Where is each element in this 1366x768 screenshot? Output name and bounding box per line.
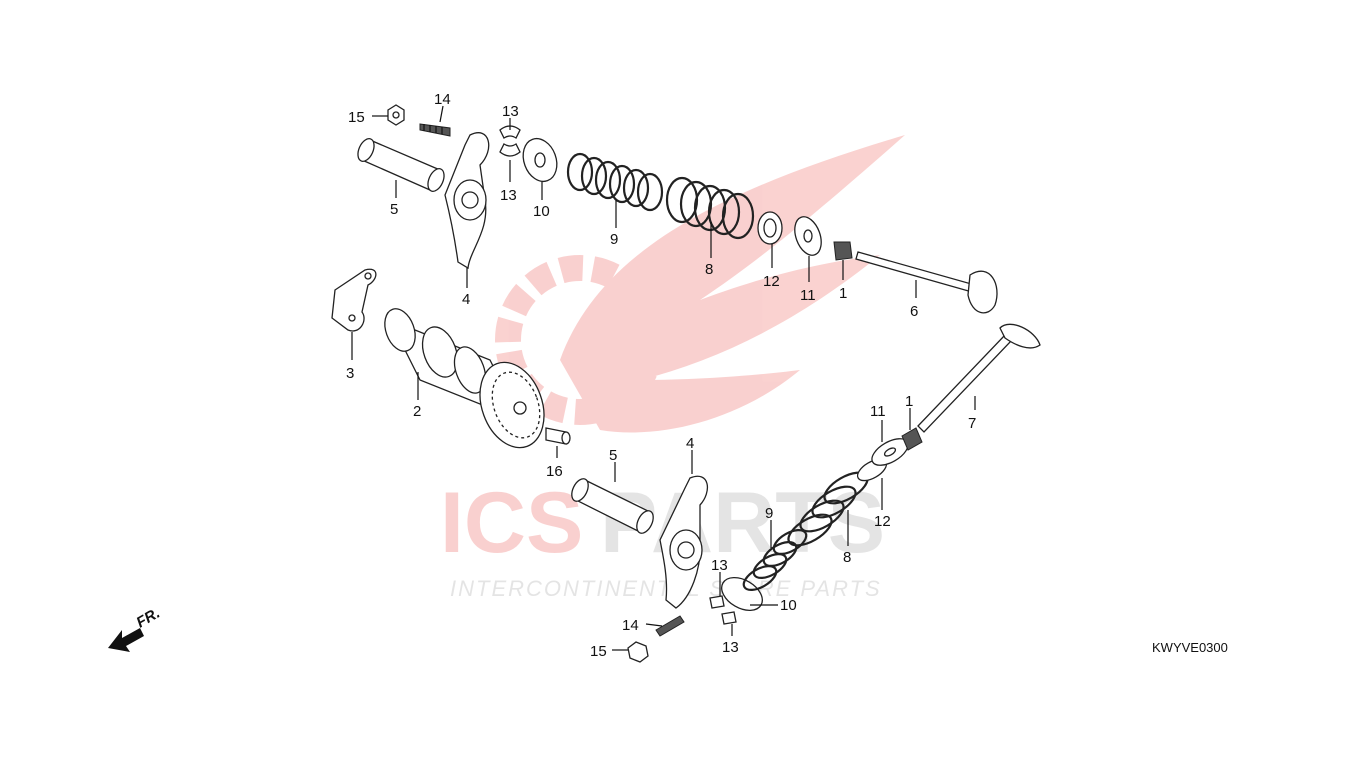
cam-holder-3 (331, 268, 377, 332)
spring-seat-12-upper (757, 211, 783, 245)
callout-2: 2 (413, 403, 421, 420)
callout-15-upper: 15 (348, 109, 365, 126)
camshaft-2 (384, 308, 545, 449)
callout-1-upper: 1 (839, 285, 847, 302)
callout-13-upper-a: 13 (502, 103, 519, 120)
callout-3: 3 (346, 365, 354, 382)
callout-8-upper: 8 (705, 261, 713, 278)
dowel-pin-16 (545, 427, 571, 445)
leader-lines (351, 105, 976, 651)
callout-14-lower: 14 (622, 617, 639, 634)
rocker-arm-shaft-5-upper (357, 138, 445, 192)
nut-15-lower (627, 641, 649, 663)
callout-13-lower-a: 13 (711, 557, 728, 574)
callout-5-lower: 5 (609, 447, 617, 464)
rocker-arm-4-lower (659, 475, 709, 609)
valve-cotter-13-lower (709, 595, 737, 625)
callout-4-lower: 4 (686, 435, 694, 452)
watermark-tagline: INTERCONTINENTAL SPARE PARTS (450, 576, 882, 601)
inner-valve-spring-9-upper (566, 152, 664, 212)
callout-6: 6 (910, 303, 918, 320)
callout-4-upper: 4 (462, 291, 470, 308)
valve-cotter-13-upper (499, 125, 521, 157)
callout-9-upper: 9 (610, 231, 618, 248)
callout-12-lower: 12 (874, 513, 891, 530)
rocker-arm-shaft-5-lower (571, 478, 654, 534)
callout-9-lower: 9 (765, 505, 773, 522)
callout-5-upper: 5 (390, 201, 398, 218)
callout-13-upper-b: 13 (500, 187, 517, 204)
callout-11-upper: 11 (800, 287, 816, 304)
callout-13-lower-b: 13 (722, 639, 739, 656)
outer-valve-spring-8-upper (665, 176, 755, 240)
callouts: 15 14 13 13 5 4 10 9 8 12 11 1 6 3 2 16 … (346, 91, 976, 660)
valve-stem-seal-1-lower (901, 427, 923, 451)
rocker-arm-4-upper (444, 132, 490, 270)
inner-valve-spring-9-lower (742, 528, 808, 592)
washer-11-upper (794, 216, 822, 256)
watermark-gear-logo (495, 255, 665, 425)
callout-15-lower: 15 (590, 643, 607, 660)
exhaust-valve-7 (917, 323, 1041, 433)
callout-11-lower: 11 (870, 403, 886, 420)
intake-valve-6 (855, 251, 998, 314)
valve-stem-seal-1-upper (833, 241, 853, 261)
front-arrow-label: FR. (134, 605, 163, 632)
adjusting-screw-14-lower (655, 615, 685, 637)
callout-12-upper: 12 (763, 273, 780, 290)
spring-seat-10-upper (522, 137, 558, 183)
callout-10-lower: 10 (780, 597, 797, 614)
front-direction-arrow: FR. (108, 605, 163, 652)
diagram-code: KWYVE0300 (1152, 640, 1228, 655)
nut-15-upper (387, 104, 405, 126)
adjusting-screw-14-upper (419, 123, 451, 137)
callout-14-upper: 14 (434, 91, 451, 108)
callout-8-lower: 8 (843, 549, 851, 566)
watermark-wing-logo (560, 135, 905, 433)
callout-16: 16 (546, 463, 563, 480)
watermark-brand-left: ICS (440, 475, 583, 571)
callout-10-upper: 10 (533, 203, 550, 220)
callout-7: 7 (968, 415, 976, 432)
callout-1-lower: 1 (905, 393, 913, 410)
